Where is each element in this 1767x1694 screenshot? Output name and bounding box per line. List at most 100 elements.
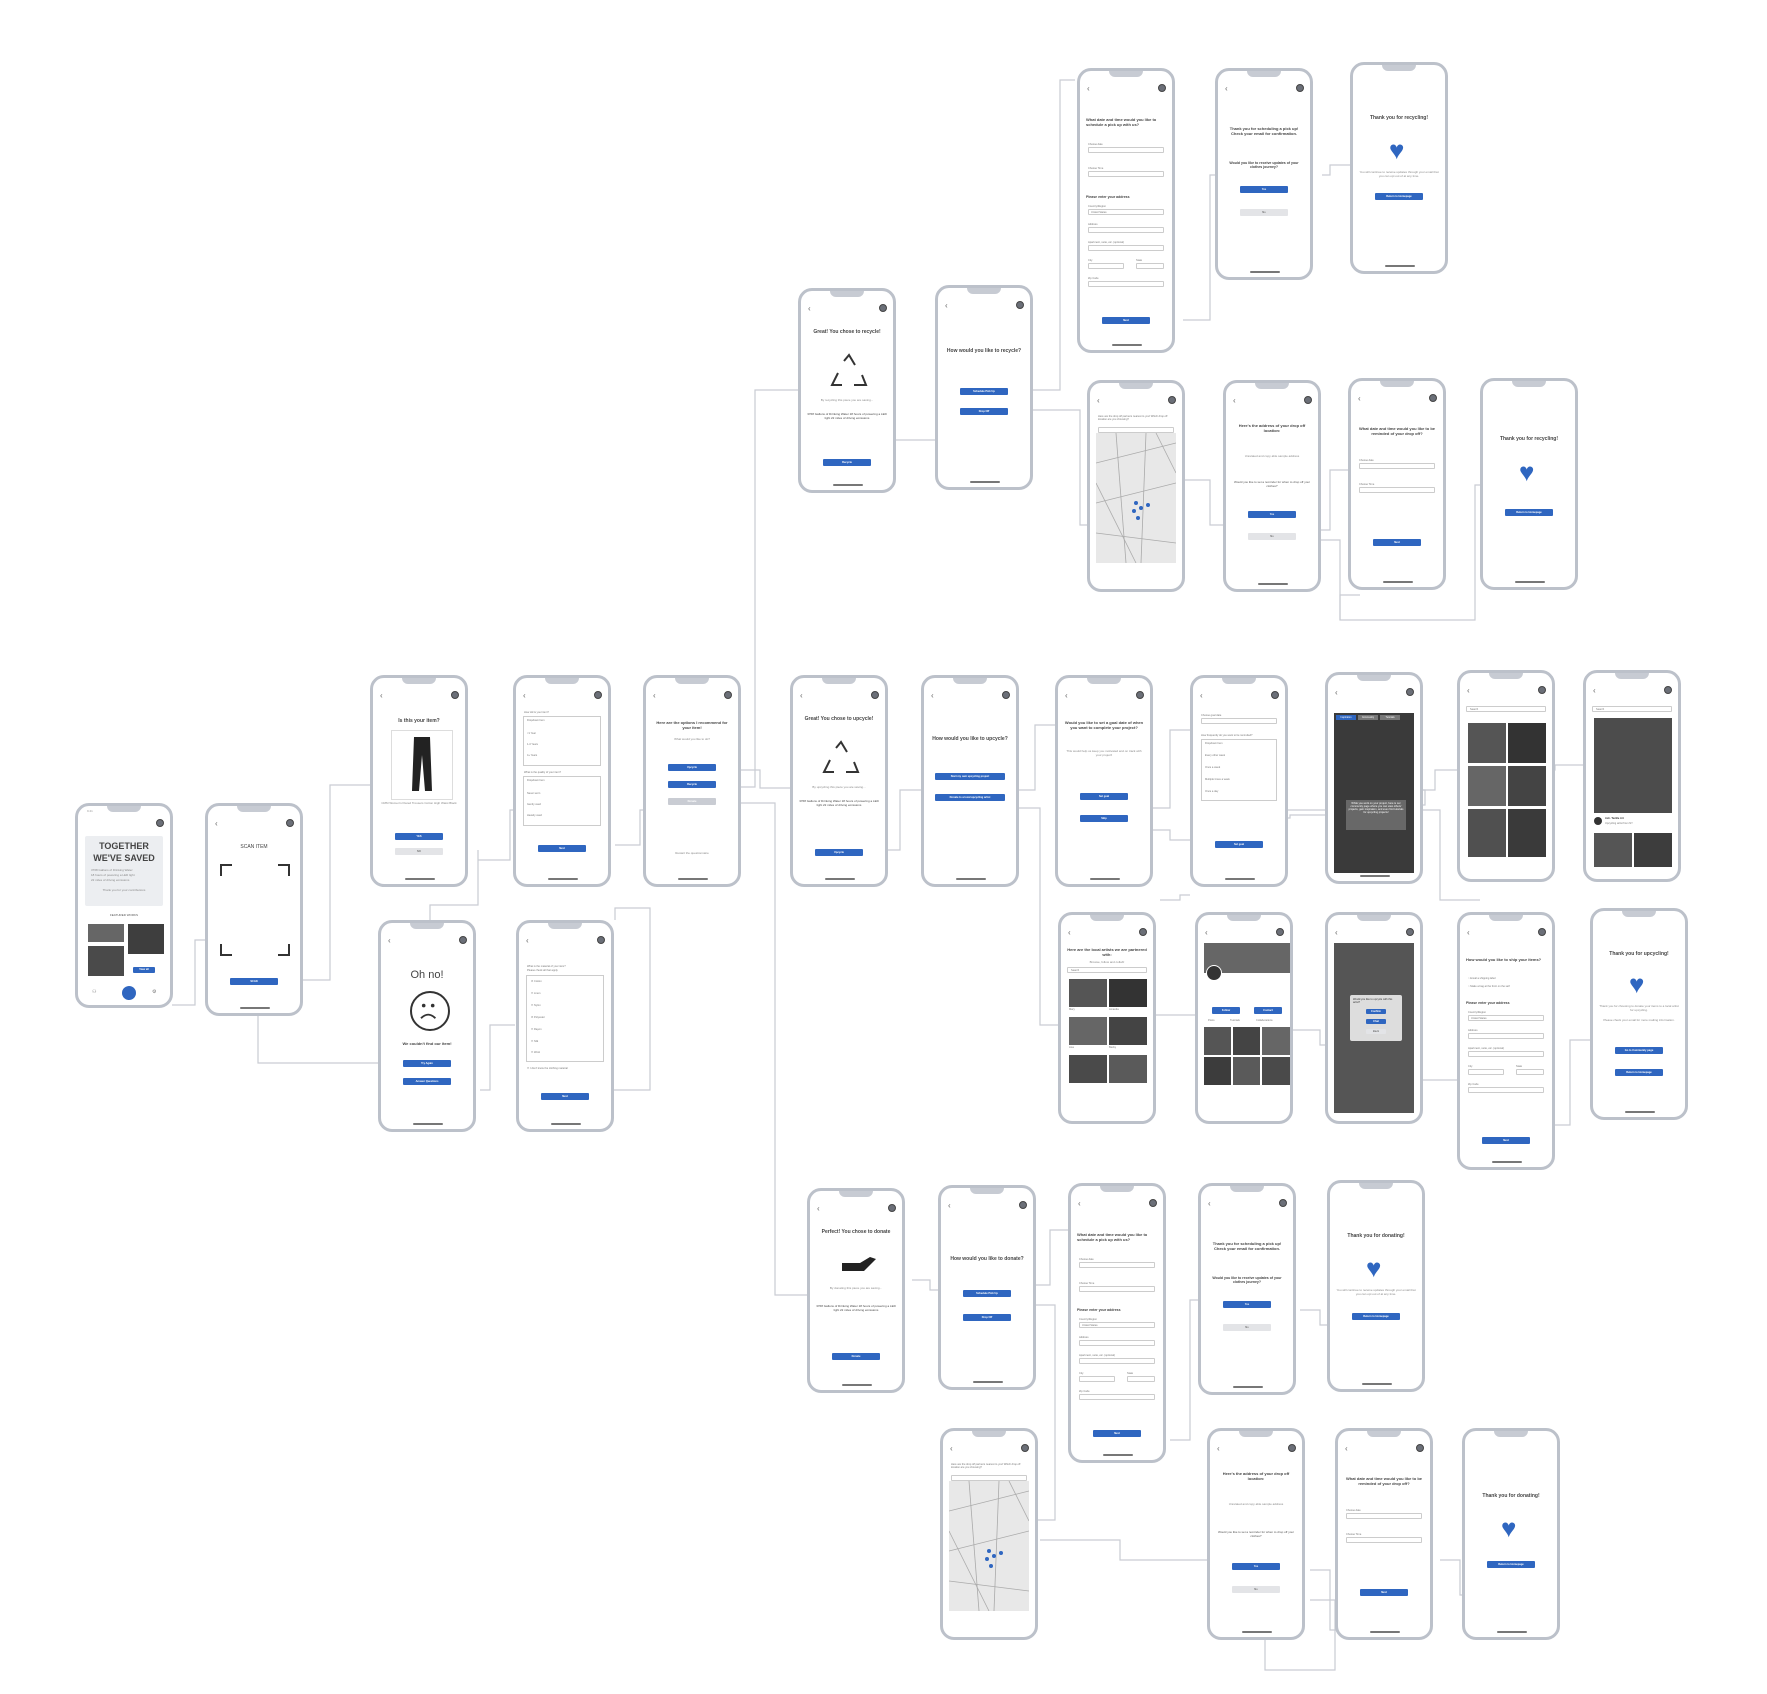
back-icon[interactable]: ‹ [653,691,656,700]
yes-button[interactable]: Yes [1248,511,1296,518]
restart-link[interactable]: Restart the questionnaire [675,851,709,855]
back-icon[interactable]: ‹ [1087,84,1090,93]
view-all-button[interactable]: View all [133,967,155,973]
age-option[interactable]: 1-3 Years [527,743,538,746]
confirm-button[interactable]: Confirm [1366,1009,1386,1014]
profile-avatar[interactable] [871,691,879,699]
profile-avatar[interactable] [1279,1199,1287,1207]
profile-avatar[interactable] [451,691,459,699]
material-option[interactable]: ☑ Cotton [531,980,542,983]
material-option[interactable]: ☐ Nylon [531,1004,541,1007]
material-option[interactable]: ☐ Wool [531,1051,540,1054]
age-option[interactable]: 4+ Years [527,754,538,757]
profile-avatar[interactable] [1538,686,1546,694]
profile-avatar[interactable] [724,691,732,699]
next-button[interactable]: Next [1360,1589,1408,1596]
profile-avatar[interactable] [594,691,602,699]
quality-option[interactable]: Heavily used [527,814,542,817]
unsure-checkbox[interactable]: ☐ I don't know the clothing material [527,1067,568,1070]
featured-work-2[interactable] [128,924,164,954]
back-icon[interactable]: ‹ [1233,396,1236,405]
back-icon[interactable]: ‹ [526,936,529,945]
profile-avatar[interactable] [1429,394,1437,402]
frequency-option[interactable]: Every other week [1205,754,1226,757]
back-icon[interactable]: ‹ [215,819,218,828]
zip-input[interactable] [1079,1394,1155,1400]
back-icon[interactable]: ‹ [1200,691,1203,700]
back-icon[interactable]: ‹ [1467,686,1470,695]
apt-input[interactable] [1088,245,1164,251]
return-home-button[interactable]: Return to Homepage [1615,1069,1663,1076]
city-input[interactable] [1079,1376,1115,1382]
tab-tutorials[interactable]: Tutorials [1230,1019,1240,1022]
profile-avatar[interactable] [888,1204,896,1212]
profile-avatar[interactable] [1664,686,1672,694]
gallery-tile[interactable] [1634,833,1672,867]
time-input[interactable] [1346,1537,1422,1543]
profile-avatar[interactable] [879,304,887,312]
next-button[interactable]: Next [1093,1430,1141,1437]
tab-posts[interactable]: Posts [1208,1019,1215,1022]
date-input[interactable] [1359,463,1435,469]
contact-button[interactable]: Contact [1254,1007,1282,1014]
yes-button[interactable]: Yes [1223,1301,1271,1308]
no-button[interactable]: No [1223,1324,1271,1331]
community-nav-icon[interactable]: ⚇ [92,989,97,995]
back-icon[interactable]: ‹ [1335,928,1338,937]
ship-option[interactable]: ○ Email a shipping label [1468,977,1496,980]
recycle-button[interactable]: Recycle [823,459,871,466]
next-button[interactable]: Next [1482,1137,1530,1144]
back-icon[interactable]: ‹ [1593,686,1596,695]
artist-card[interactable] [1109,1055,1147,1083]
profile-avatar[interactable] [1002,691,1010,699]
skip-button[interactable]: Skip [1080,815,1128,822]
return-home-button[interactable]: Return to Homepage [1505,509,1553,516]
profile-avatar[interactable] [597,936,605,944]
artist-name[interactable]: Ash. Textile Art [1605,817,1624,820]
country-select[interactable]: United States [1079,1322,1155,1328]
next-button[interactable]: Next [541,1093,589,1100]
back-icon[interactable]: ‹ [1078,1199,1081,1208]
dropoff-map[interactable] [1096,433,1176,563]
chat-button[interactable]: Chat [1366,1019,1386,1024]
profile-avatar[interactable] [1271,691,1279,699]
time-input[interactable] [1079,1286,1155,1292]
time-input[interactable] [1088,171,1164,177]
back-icon[interactable]: ‹ [800,691,803,700]
profile-avatar[interactable] [1296,84,1304,92]
country-select[interactable]: United States [1088,209,1164,215]
yes-button[interactable]: YES [395,833,443,840]
drop-off-button[interactable]: Drop Off [963,1314,1011,1321]
post-tile[interactable] [1233,1027,1260,1055]
frequency-option[interactable]: Once a week [1205,766,1221,769]
yes-button[interactable]: Yes [1240,186,1288,193]
yes-button[interactable]: Yes [1232,1563,1280,1570]
next-button[interactable]: Next [538,845,586,852]
age-option[interactable]: <1 Year [527,732,536,735]
follow-button[interactable]: Follow [1212,1007,1240,1014]
material-option[interactable]: ☑ Polyester [531,1016,545,1019]
zip-input[interactable] [1468,1087,1544,1093]
address-input[interactable] [1079,1340,1155,1346]
tab-inspiration[interactable]: Inspiration [1336,715,1356,720]
donate-artist-button[interactable]: Donate to a local upcycling artist [935,794,1005,801]
donate-button[interactable]: Donate [832,1353,880,1360]
gallery-tile[interactable] [1468,809,1506,857]
back-icon[interactable]: ‹ [1467,928,1470,937]
post-tile[interactable] [1262,1057,1290,1085]
search-input[interactable]: Search [1466,706,1546,712]
search-input[interactable]: Search [1592,706,1672,712]
scan-nav-button[interactable] [122,986,136,1000]
artist-card[interactable] [1069,979,1107,1007]
back-icon[interactable]: ‹ [1345,1444,1348,1453]
apt-input[interactable] [1079,1358,1155,1364]
city-input[interactable] [1088,263,1124,269]
profile-avatar[interactable] [1168,396,1176,404]
back-icon[interactable]: ‹ [1065,691,1068,700]
profile-avatar[interactable] [1538,928,1546,936]
artist-card[interactable] [1109,1017,1147,1045]
upcycling-nav-icon[interactable]: ⚙ [152,989,157,995]
profile-avatar[interactable] [1276,928,1284,936]
no-button[interactable]: No [1240,209,1288,216]
state-select[interactable] [1136,263,1164,269]
